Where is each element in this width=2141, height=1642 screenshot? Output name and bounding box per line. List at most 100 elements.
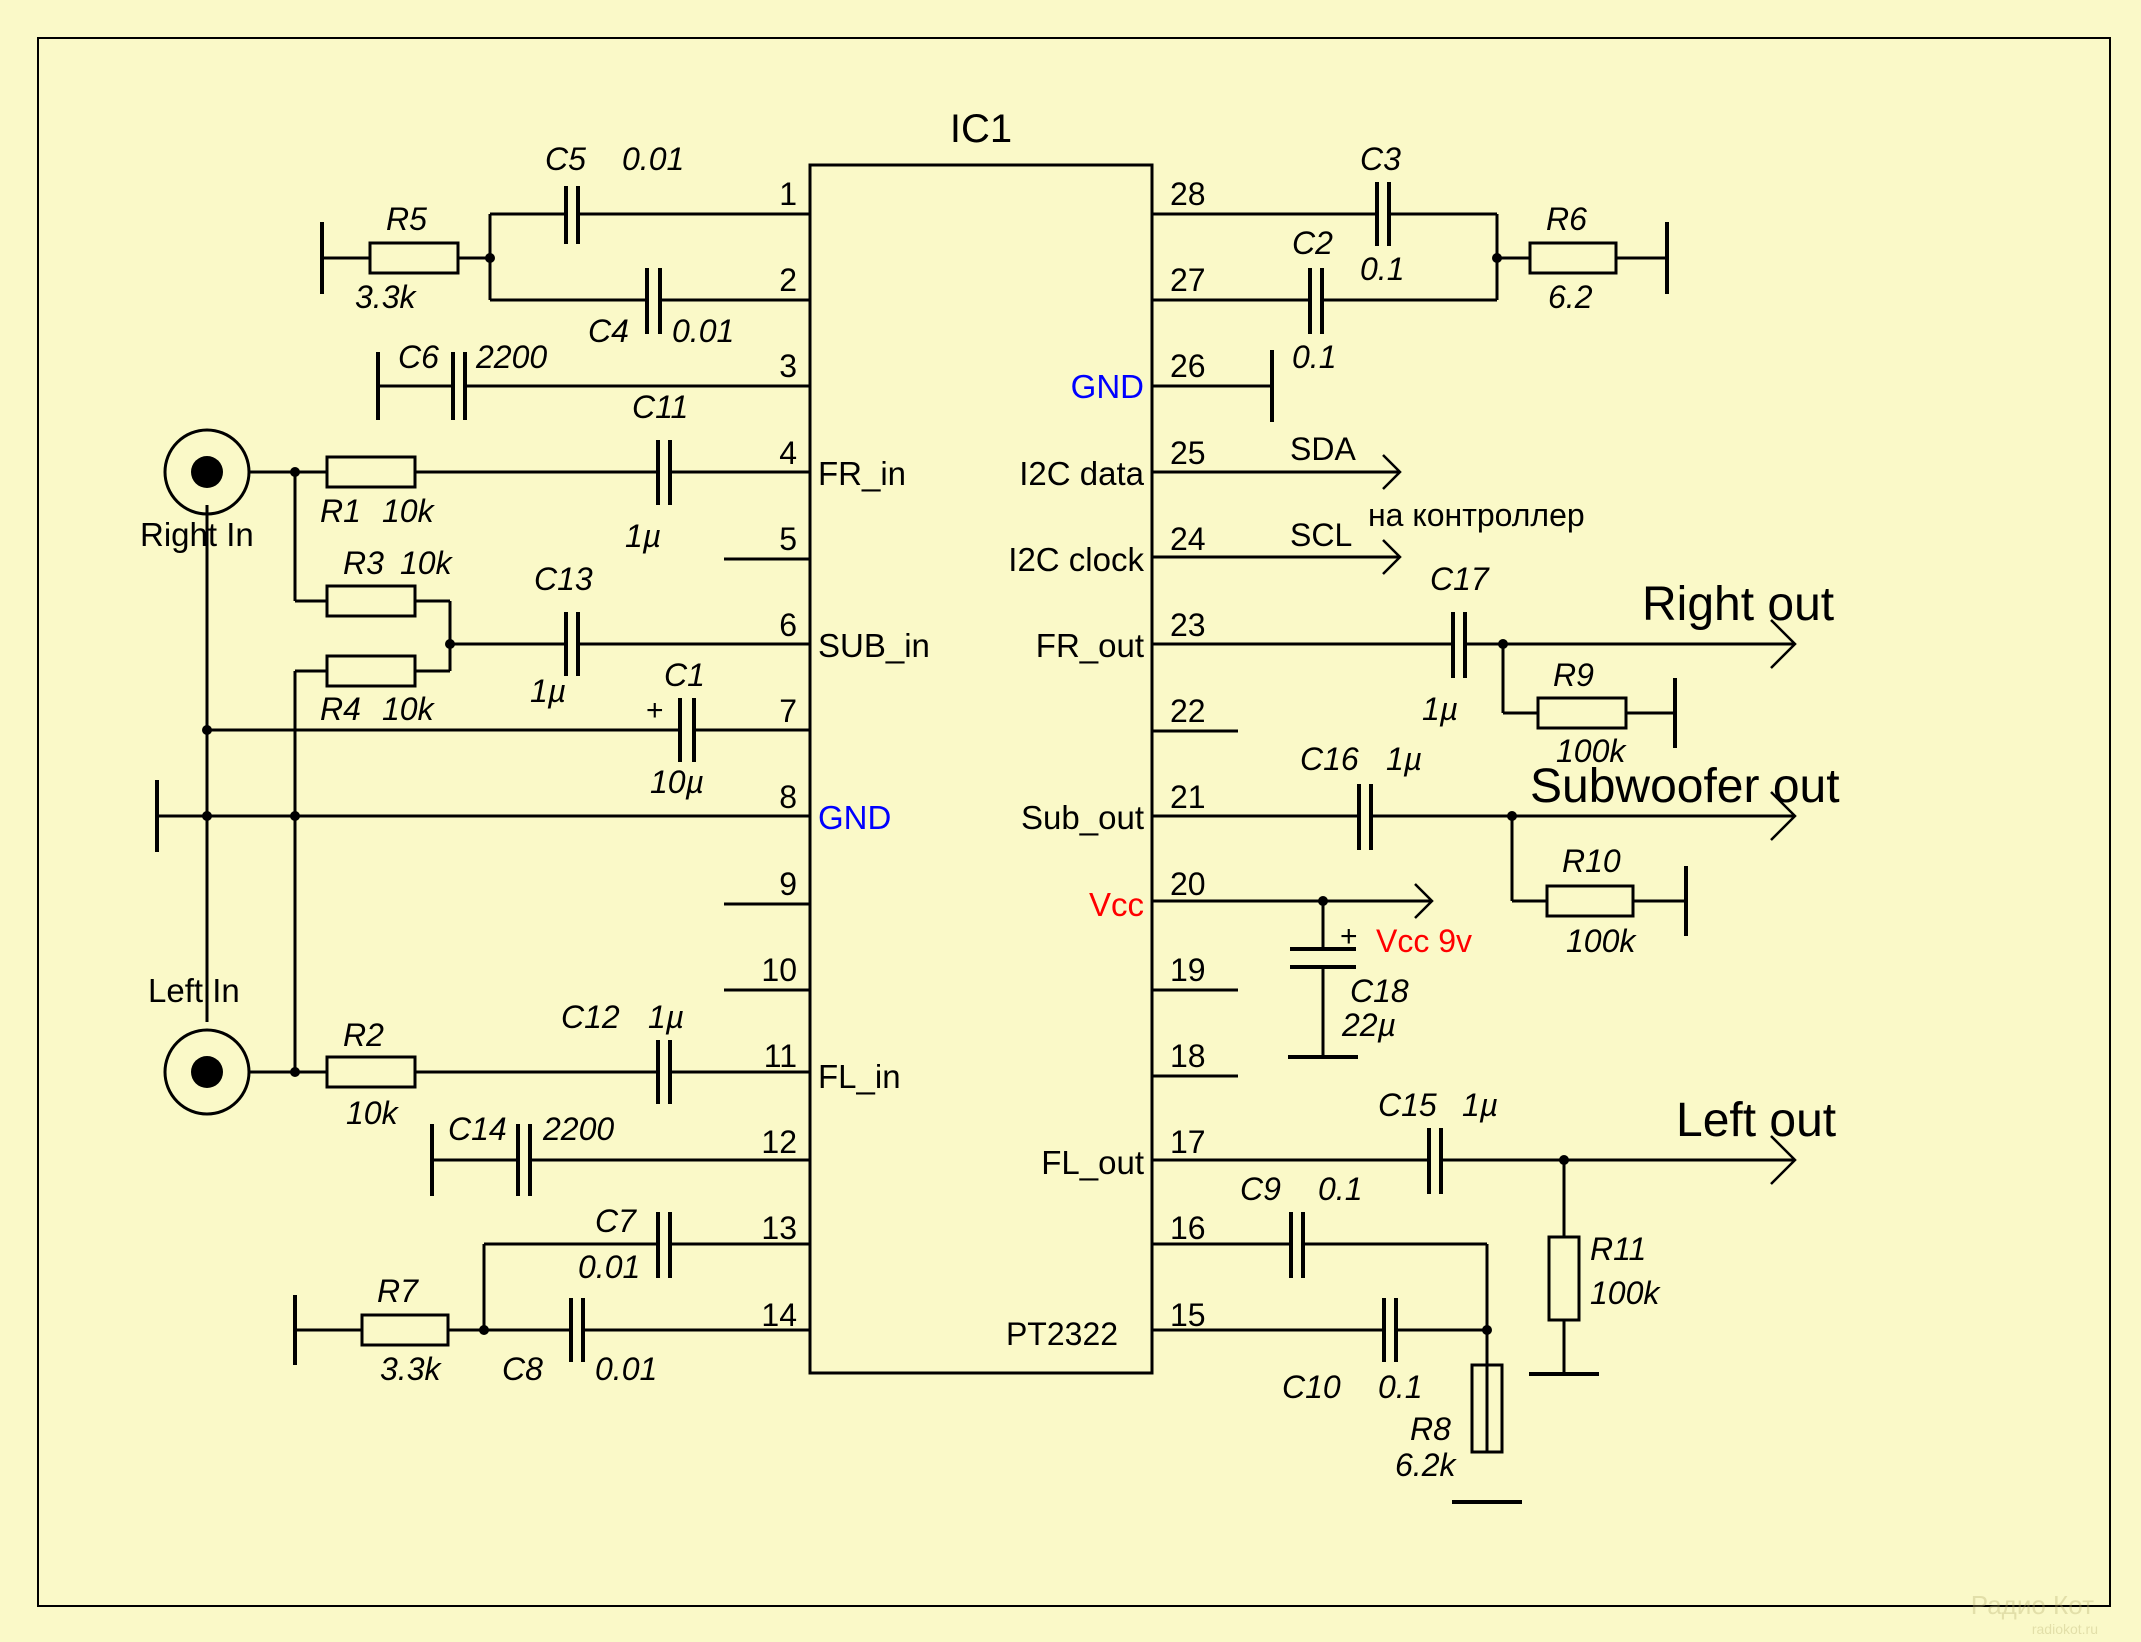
label-c13-ref: C13 [534, 561, 593, 597]
junction-dot [1482, 1325, 1492, 1335]
right-out-label: Right out [1642, 578, 1834, 631]
label-c17-value: 1µ [1422, 691, 1458, 727]
label-c5-value: 0.01 [622, 141, 684, 177]
label-r10-value: 100k [1566, 923, 1637, 959]
capacitor-c18 [1290, 947, 1356, 969]
label-c15-value: 1µ [1462, 1087, 1498, 1123]
capacitor-c8 [569, 1298, 585, 1362]
pin-number-left: 6 [779, 607, 797, 643]
label-r11-ref: R11 [1590, 1231, 1646, 1267]
label-c8-value: 0.01 [595, 1351, 657, 1387]
resistor-r7 [360, 1313, 450, 1347]
arrows [1382, 454, 1797, 1185]
junction-dot [202, 725, 212, 735]
pin-number-left: 13 [761, 1210, 797, 1246]
ground-symbols [155, 222, 1688, 1504]
junction-dot [485, 253, 495, 263]
pin-number-left: 9 [779, 866, 797, 902]
pin-number-left: 14 [761, 1297, 797, 1333]
watermark-url: radiokot.ru [2032, 1621, 2098, 1637]
arrow-sda [1382, 454, 1402, 490]
capacitor-c6 [451, 352, 467, 420]
pin-number-right: 18 [1170, 1038, 1206, 1074]
c18-plus-sign: + [1340, 920, 1358, 953]
pin-number-right: 16 [1170, 1210, 1206, 1246]
vcc-supply-label: Vcc 9v [1376, 923, 1472, 959]
capacitor-c17 [1451, 612, 1467, 678]
pin-label-left: FR_in [818, 455, 906, 492]
pin-label-right: Sub_out [1021, 799, 1144, 836]
capacitor-c7 [656, 1212, 672, 1278]
capacitor-c11 [656, 440, 672, 505]
label-c10-value: 0.1 [1378, 1369, 1422, 1405]
resistor-r5 [368, 241, 460, 275]
label-r5-value: 3.3k [355, 279, 417, 315]
label-r3-value: 10k [400, 545, 454, 581]
junction-dot [290, 811, 300, 821]
resistor-r10 [1545, 884, 1635, 918]
resistor-r8 [1470, 1363, 1504, 1454]
resistor-r1 [325, 455, 417, 489]
label-r11-value: 100k [1590, 1275, 1661, 1311]
left-out-label: Left out [1676, 1094, 1836, 1147]
ic-pins: 1234FR_in56SUB_in78GND91011FL_in12131428… [724, 176, 1238, 1333]
scl-label: SCL [1290, 517, 1352, 553]
label-r5-ref: R5 [386, 201, 427, 237]
label-c8-ref: C8 [502, 1351, 543, 1387]
ic-part-number: PT2322 [1006, 1316, 1118, 1352]
rca-jack-left [163, 1028, 251, 1116]
wires [157, 212, 1795, 1452]
pin-number-left: 3 [779, 348, 797, 384]
junction-dot [290, 467, 300, 477]
capacitor-c13 [564, 612, 580, 676]
junction-dot [1492, 253, 1502, 263]
capacitor-c10 [1382, 1298, 1398, 1362]
junction-dot [1507, 811, 1517, 821]
label-c2-ref: C2 [1292, 225, 1333, 261]
label-c11-value: 1µ [625, 518, 661, 554]
c1-plus-sign: + [646, 694, 664, 727]
label-c7-value: 0.01 [578, 1249, 640, 1285]
label-c18-value: 22µ [1341, 1007, 1396, 1043]
pin-number-right: 27 [1170, 262, 1206, 298]
label-r7-ref: R7 [377, 1273, 419, 1309]
label-r6-value: 6.2 [1548, 279, 1593, 315]
capacitor-c12 [656, 1040, 672, 1104]
junction-dot [1318, 896, 1328, 906]
capacitor-c2 [1308, 268, 1324, 334]
label-c3-value: 0.1 [1360, 251, 1404, 287]
label-c17-ref: C17 [1430, 561, 1490, 597]
label-c3-ref: C3 [1360, 141, 1401, 177]
junction-dot [202, 811, 212, 821]
label-r4-value: 10k [382, 691, 436, 727]
pin-number-right: 21 [1170, 779, 1206, 815]
rca-jack-right [163, 428, 251, 516]
capacitor-c5 [564, 186, 580, 244]
arrow-vcc [1414, 883, 1434, 919]
signal-labels: Right In Left In SDA SCL на контроллер R… [140, 431, 1840, 1147]
label-r1-value: 10k [382, 493, 436, 529]
left-in-label: Left In [148, 972, 240, 1009]
pin-label-right: I2C clock [1008, 541, 1144, 578]
label-c10-ref: C10 [1282, 1369, 1341, 1405]
drawing-frame [37, 37, 2111, 1607]
label-r3-ref: R3 [343, 545, 384, 581]
label-c7-ref: C7 [595, 1203, 637, 1239]
pin-number-left: 7 [779, 693, 797, 729]
capacitor-c1 [678, 698, 696, 762]
pin-number-right: 22 [1170, 693, 1206, 729]
label-c11-ref: C11 [632, 389, 688, 425]
label-r2-ref: R2 [343, 1017, 384, 1053]
label-c15-ref: C15 [1378, 1087, 1437, 1123]
capacitor-c14 [516, 1124, 532, 1196]
label-c1-value: 10µ [650, 764, 704, 800]
label-c18-ref: C18 [1350, 973, 1409, 1009]
label-c12-value: 1µ [648, 999, 684, 1035]
label-r7-value: 3.3k [380, 1351, 442, 1387]
pin-number-left: 10 [761, 952, 797, 988]
junctions [202, 253, 1569, 1335]
watermark: Радио Кот radiokot.ru [1971, 1590, 2098, 1637]
label-r8-value: 6.2k [1395, 1447, 1457, 1483]
arrow-right-out [1770, 619, 1797, 669]
capacitor-c15 [1427, 1128, 1443, 1194]
